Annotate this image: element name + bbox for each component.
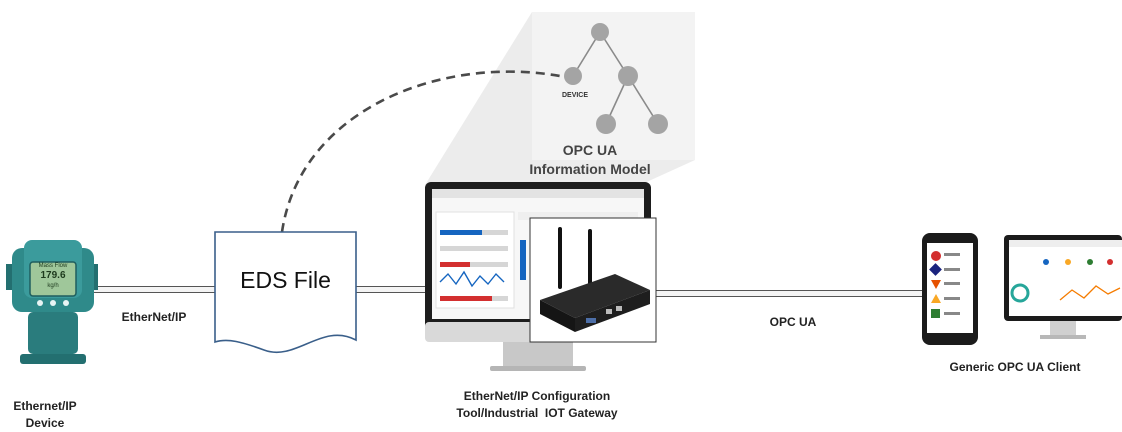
device-screen-title: Mass Flow — [38, 263, 68, 269]
ethernet-ip-link-label: EtherNet/IP — [121, 310, 187, 324]
tree-node — [648, 114, 668, 134]
device-screen: Mass Flow 179.6 kg/h — [30, 262, 76, 296]
tree-nodes — [564, 23, 668, 134]
eds-file-document — [214, 231, 357, 353]
dashboard-screen — [435, 211, 638, 309]
tree-root-node — [591, 23, 609, 41]
client-label: Generic OPC UA Client — [949, 360, 1081, 374]
info-model-title-line1: OPC UA — [562, 142, 618, 158]
eds-file-label: EDS File — [240, 267, 331, 293]
tree-node — [596, 114, 616, 134]
client-monitor-icon — [1004, 235, 1122, 339]
gateway-label-line1: EtherNet/IP Configuration — [463, 389, 611, 403]
phone-icon — [922, 233, 978, 345]
opc-ua-link-label: OPC UA — [769, 315, 817, 329]
device-screen-unit: kg/h — [47, 283, 59, 289]
info-model-title-line2: Information Model — [529, 161, 651, 177]
ethernet-ip-device-icon — [6, 240, 98, 364]
eds-mapping-arrow — [280, 70, 561, 233]
iot-gateway-image — [529, 217, 657, 343]
tree-node — [618, 66, 638, 86]
tree-device-node — [564, 67, 582, 85]
opc-ua-cable — [650, 290, 928, 297]
gateway-label: EtherNet/IP Configuration Tool/Industria… — [432, 388, 642, 422]
device-label-line2: Device — [25, 416, 65, 430]
device-label: Ethernet/IP Device — [0, 398, 90, 432]
info-model-title: OPC UA Information Model — [490, 141, 690, 179]
gateway-label-line2: Tool/Industrial IOT Gateway — [456, 406, 618, 420]
info-model-panel — [532, 12, 695, 160]
ethernet-ip-cable — [90, 286, 215, 293]
tree-device-node-label: DEVICE — [561, 92, 589, 99]
device-label-line1: Ethernet/IP — [13, 399, 77, 413]
gateway-cable — [356, 286, 426, 293]
device-screen-value: 179.6 — [40, 270, 66, 281]
